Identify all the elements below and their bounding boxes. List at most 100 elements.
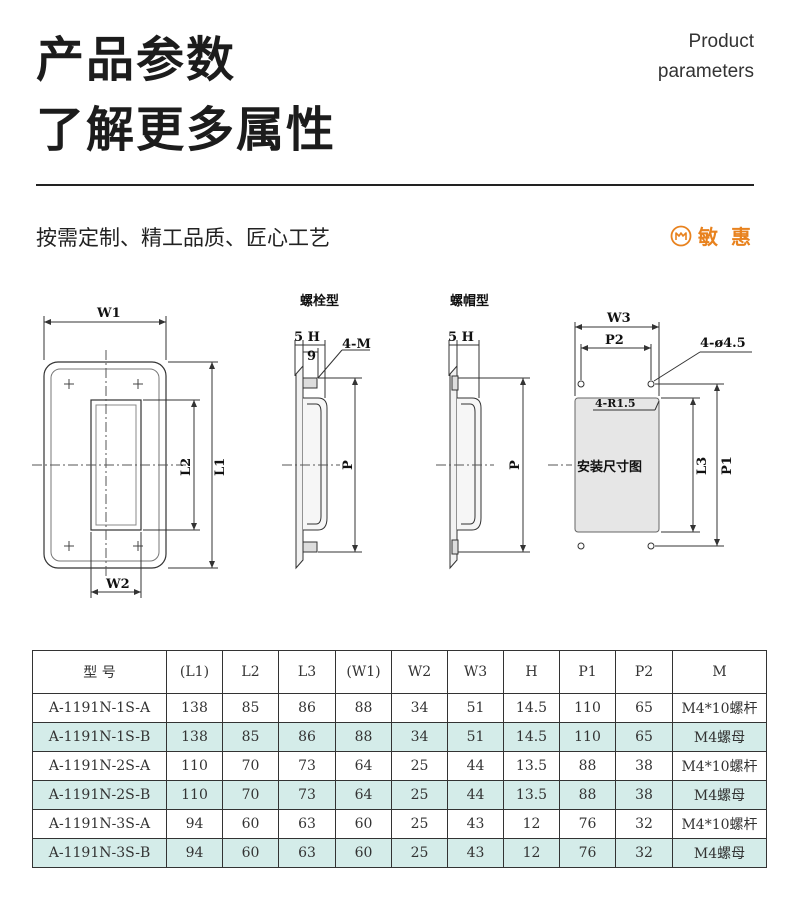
cutout-dim-holes: 4-ø4.5 — [700, 336, 746, 351]
technical-drawing: W1 L1 L2 W2 螺栓型 5 H 9 4-M P 螺帽型 — [32, 293, 752, 598]
table-cell: 70 — [222, 751, 279, 781]
page-title-line2: 了解更多属性 — [36, 102, 337, 158]
col-header-h: H — [503, 650, 560, 694]
table-cell: 63 — [278, 809, 336, 839]
table-cell: 51 — [447, 693, 504, 723]
table-cell: A-1191N-3S-A — [32, 809, 167, 839]
table-cell: 110 — [166, 751, 223, 781]
spec-table: 型 号 (L1) L2 L3 (W1) W2 W3 H P1 P2 M A-11… — [32, 650, 767, 868]
col-header-p2: P2 — [615, 650, 673, 694]
english-subtitle-line1: Product — [688, 31, 754, 52]
table-cell: A-1191N-1S-B — [32, 722, 167, 752]
table-cell: 43 — [447, 838, 504, 868]
table-cell: 110 — [559, 722, 616, 752]
nut-dim-p: P — [508, 460, 523, 470]
table-cell: 65 — [615, 693, 673, 723]
table-cell: M4螺母 — [672, 838, 767, 868]
table-cell: M4螺母 — [672, 722, 767, 752]
col-header-l2: L2 — [222, 650, 279, 694]
table-cell: 73 — [278, 751, 336, 781]
table-cell: 86 — [278, 693, 336, 723]
table-cell: 51 — [447, 722, 504, 752]
table-cell: 32 — [615, 838, 673, 868]
col-header-w1: (W1) — [335, 650, 392, 694]
col-header-p1: P1 — [559, 650, 616, 694]
table-cell: 64 — [335, 751, 392, 781]
table-cell: 13.5 — [503, 751, 560, 781]
table-cell: M4*10螺杆 — [672, 809, 767, 839]
bolt-type-side-view — [282, 340, 370, 570]
table-cell: A-1191N-3S-B — [32, 838, 167, 868]
table-cell: 43 — [447, 809, 504, 839]
col-header-l3: L3 — [278, 650, 336, 694]
table-cell: 14.5 — [503, 722, 560, 752]
mounting-cutout — [548, 322, 752, 550]
table-cell: A-1191N-1S-A — [32, 693, 167, 723]
table-cell: 12 — [503, 809, 560, 839]
english-subtitle: Product parameters — [658, 27, 754, 87]
table-cell: 76 — [559, 809, 616, 839]
dim-l2: L2 — [179, 458, 194, 476]
dim-w2: W2 — [105, 577, 130, 592]
table-cell: 60 — [335, 809, 392, 839]
minhui-logo-icon — [670, 225, 692, 246]
table-cell: 88 — [559, 780, 616, 810]
table-cell: 85 — [222, 722, 279, 752]
nut-type-caption: 螺帽型 — [450, 293, 489, 309]
slogan: 按需定制、精工品质、匠心工艺 — [36, 226, 330, 250]
cutout-dim-p1: P1 — [720, 456, 735, 475]
page-title-line1: 产品参数 — [36, 32, 237, 88]
table-cell: 13.5 — [503, 780, 560, 810]
table-cell: 76 — [559, 838, 616, 868]
table-cell: 60 — [222, 809, 279, 839]
spec-table-header: 型 号 (L1) L2 L3 (W1) W2 W3 H P1 P2 M — [32, 650, 767, 694]
cutout-dim-radius: 4-R1.5 — [595, 397, 636, 410]
table-cell: 34 — [391, 722, 448, 752]
table-cell: 32 — [615, 809, 673, 839]
dim-l1: L1 — [213, 458, 228, 476]
bolt-dim-thread: 4-M — [342, 337, 371, 352]
table-cell: 64 — [335, 780, 392, 810]
table-cell: 94 — [166, 809, 223, 839]
cutout-dim-p2: P2 — [605, 333, 624, 348]
table-cell: 65 — [615, 722, 673, 752]
english-subtitle-line2: parameters — [657, 61, 754, 82]
table-cell: 34 — [391, 693, 448, 723]
table-cell: 44 — [447, 780, 504, 810]
col-header-m: M — [672, 650, 767, 694]
col-header-w2: W2 — [391, 650, 448, 694]
cutout-dim-w3: W3 — [606, 311, 631, 326]
table-cell: 70 — [222, 780, 279, 810]
cutout-label: 安装尺寸图 — [577, 459, 642, 475]
table-cell: 88 — [559, 751, 616, 781]
header-divider — [36, 184, 754, 186]
table-cell: 25 — [391, 838, 448, 868]
col-header-l1: (L1) — [166, 650, 223, 694]
front-view — [32, 316, 218, 598]
table-cell: 110 — [559, 693, 616, 723]
bolt-type-caption: 螺栓型 — [300, 293, 339, 309]
table-cell: 94 — [166, 838, 223, 868]
brand-mark: 敏 惠 — [670, 221, 754, 250]
table-cell: 138 — [166, 693, 223, 723]
cutout-dim-l3: L3 — [695, 457, 710, 475]
table-cell: 88 — [335, 693, 392, 723]
table-cell: 88 — [335, 722, 392, 752]
brand-name: 敏 惠 — [698, 225, 754, 249]
dim-w1: W1 — [96, 306, 121, 321]
table-cell: A-1191N-2S-A — [32, 751, 167, 781]
table-cell: M4*10螺杆 — [672, 751, 767, 781]
table-cell: 14.5 — [503, 693, 560, 723]
col-header-w3: W3 — [447, 650, 504, 694]
table-cell: 25 — [391, 751, 448, 781]
bolt-dim-p: P — [341, 460, 356, 470]
nut-dim-h: 5 H — [448, 330, 474, 345]
table-cell: 25 — [391, 780, 448, 810]
table-cell: 38 — [615, 780, 673, 810]
